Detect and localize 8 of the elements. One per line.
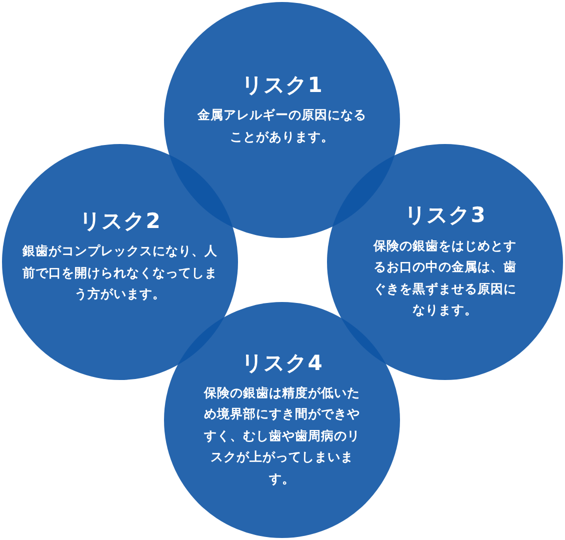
risk-heading: リスク3 (404, 203, 486, 229)
risk-description: 金属アレルギーの原因になることがあります。 (196, 106, 368, 146)
risk-description: 保険の銀歯をはじめとするお口の中の金属は、歯ぐきを黒ずませる原因になります。 (372, 236, 518, 320)
risk-heading: リスク1 (242, 72, 322, 98)
risk-heading: リスク2 (80, 209, 160, 234)
risk-description: 銀歯がコンプレックスになり、人前で口を開けられなくなってしまう方がいます。 (21, 242, 218, 304)
risk-heading: リスク4 (242, 350, 322, 376)
risk-description: 保険の銀歯は精度が低いため境界部にすき間ができやすく、むし歯や歯周病のリスクが上がってしまいます。 (202, 384, 361, 488)
